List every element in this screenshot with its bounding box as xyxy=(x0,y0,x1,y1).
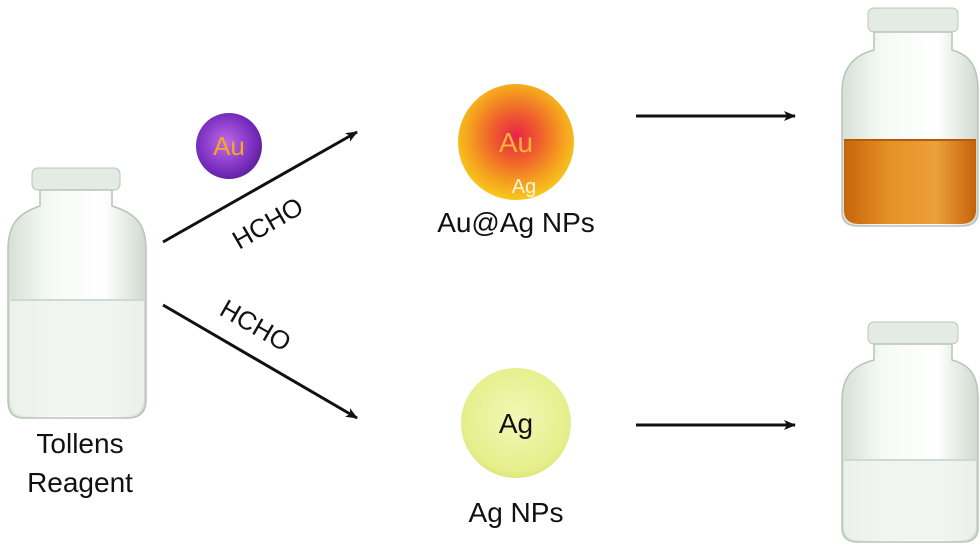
silver-particle-label: Ag NPs xyxy=(469,497,564,528)
reagent-label-line2: Reagent xyxy=(27,467,133,498)
shell-symbol: Ag xyxy=(512,176,536,198)
core-symbol: Au xyxy=(499,127,533,158)
core-shell-particle xyxy=(458,84,574,200)
upper-product-bottle xyxy=(841,7,979,227)
reagent-label-line1: Tollens xyxy=(36,428,123,459)
core-shell-label: Au@Ag NPs xyxy=(437,207,595,238)
lower-reagent-label: HCHO xyxy=(215,293,296,357)
silver-symbol: Ag xyxy=(499,408,533,439)
silver-particle xyxy=(461,368,571,478)
gold-seed-symbol: Au xyxy=(213,131,245,161)
reagent-bottle xyxy=(7,167,147,419)
lower-product-bottle xyxy=(841,321,979,543)
lower-reaction-arrow xyxy=(162,303,358,420)
upper-reaction-arrow xyxy=(162,130,358,244)
gold-seed-particle xyxy=(196,113,262,179)
upper-reagent-label: HCHO xyxy=(227,191,308,255)
